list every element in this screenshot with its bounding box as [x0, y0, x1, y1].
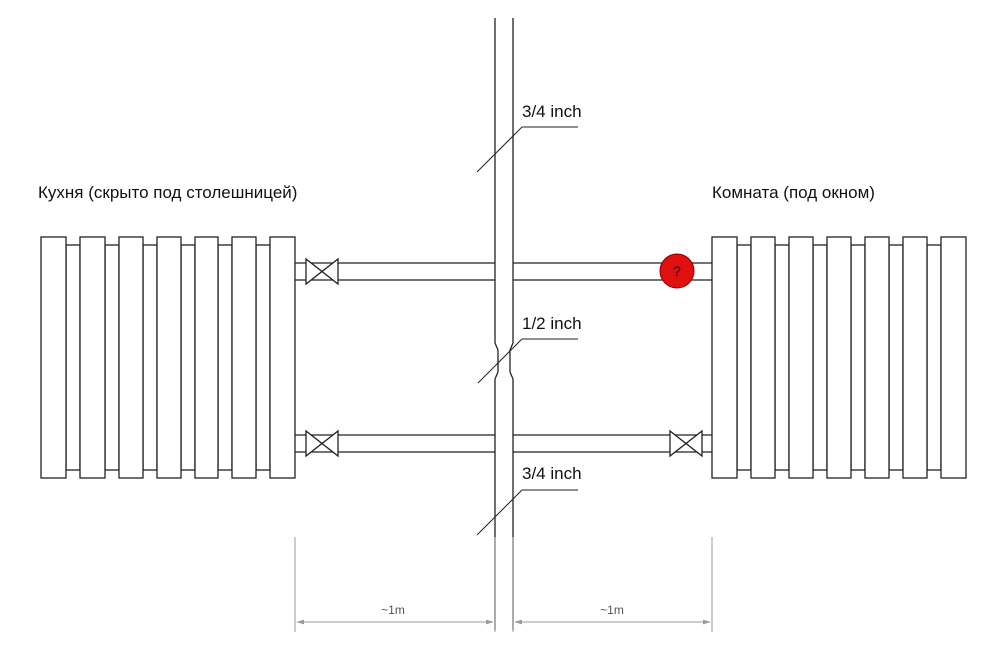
- right-radiator: [711, 236, 967, 479]
- riser-top-label: 3/4 inch: [522, 102, 582, 121]
- question-mark: ?: [673, 263, 681, 279]
- valve-icon: [669, 429, 703, 458]
- riser-middle-label: 1/2 inch: [522, 314, 582, 333]
- valve-icon: [305, 257, 339, 286]
- left-radiator: [40, 236, 296, 479]
- riser-bottom-callout: 3/4 inch: [476, 464, 582, 536]
- upper-pipe: [295, 262, 712, 281]
- question-marker-icon: ?: [659, 253, 695, 289]
- riser-bottom-label: 3/4 inch: [522, 464, 582, 483]
- kitchen-label: Кухня (скрыто под столешницей): [38, 183, 297, 202]
- dimension-right: ~1m: [512, 537, 713, 632]
- riser-pipe: [494, 18, 514, 630]
- riser-top-callout: 3/4 inch: [476, 102, 582, 173]
- dimension-left: ~1m: [294, 537, 496, 632]
- lower-pipe: [295, 434, 712, 453]
- room-label: Комната (под окном): [712, 183, 875, 202]
- dimension-left-label: ~1m: [381, 603, 405, 617]
- riser-middle-callout: 1/2 inch: [477, 314, 582, 384]
- dimension-right-label: ~1m: [600, 603, 624, 617]
- valve-icon: [305, 429, 339, 458]
